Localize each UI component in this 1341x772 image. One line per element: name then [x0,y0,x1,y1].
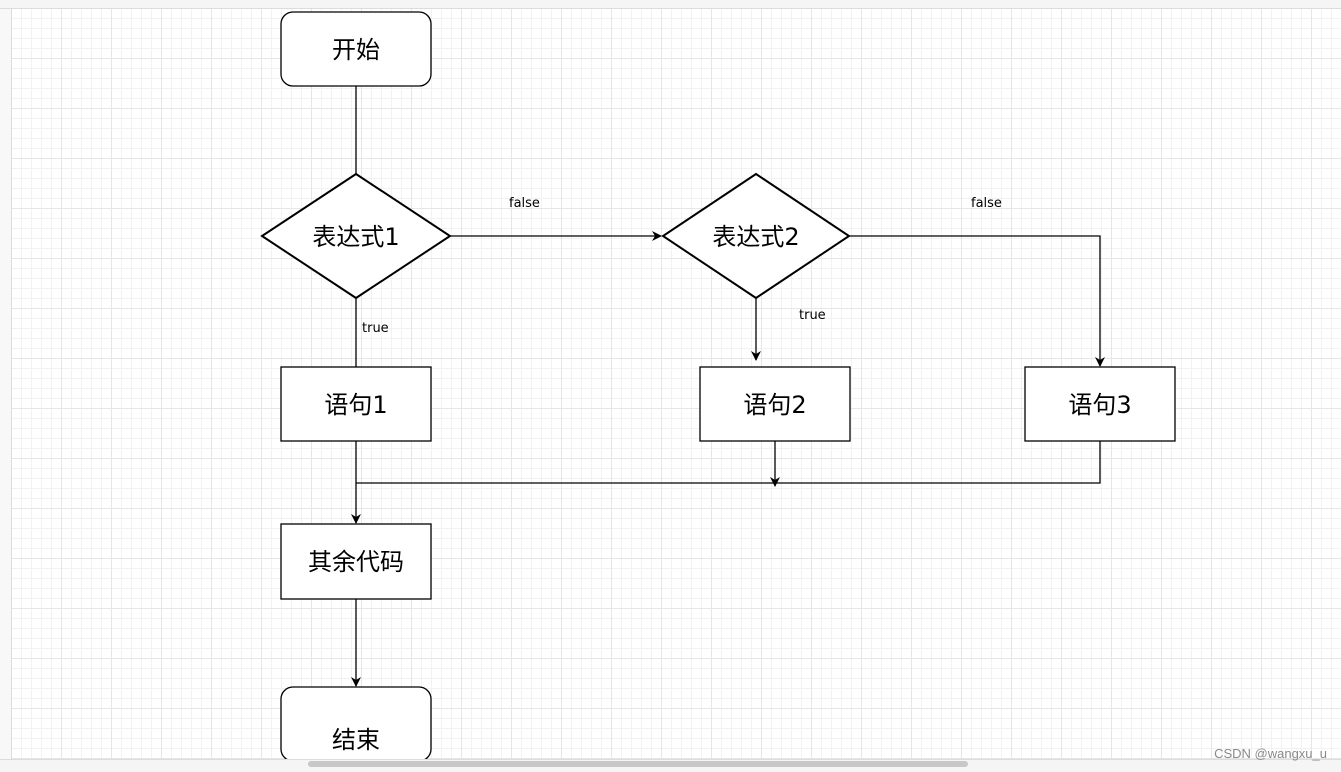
node-statement3[interactable]: 语句3 [1024,366,1176,442]
decision-shape [260,172,452,300]
condition2-label: 表达式2 [712,223,799,251]
edge-condition2-false-to-statement3[interactable] [849,235,1105,367]
process-shape [699,366,851,442]
node-start[interactable]: 开始 [280,11,432,87]
statement1-label: 语句1 [324,391,387,419]
process-shape [280,523,432,600]
statement3-label: 语句3 [1068,391,1131,419]
node-statement1[interactable]: 语句1 [280,366,432,442]
process-shape [1024,366,1176,442]
end-label: 结束 [332,726,380,754]
node-statement2[interactable]: 语句2 [699,366,851,442]
canvas-left-ruler [0,9,12,759]
rest-code-label: 其余代码 [308,548,404,576]
edge-label-condition1-false: false [509,196,540,211]
canvas-top-border [0,0,1341,9]
statement2-label: 语句2 [743,391,806,419]
decision-shape [661,172,851,300]
process-shape [280,366,432,442]
node-condition2[interactable]: 表达式2 [661,172,851,300]
node-end[interactable]: 结束 [280,686,432,762]
watermark: CSDN @wangxu_u [1214,746,1327,761]
edge-statement3-merge[interactable] [356,441,1101,484]
edge-label-condition1-true: true [362,321,389,336]
edge-label-condition2-true: true [799,308,826,323]
start-label: 开始 [332,36,380,64]
edge-label-condition2-false: false [971,196,1002,211]
condition1-label: 表达式1 [312,223,399,251]
node-condition1[interactable]: 表达式1 [260,172,452,300]
node-rest-code[interactable]: 其余代码 [280,523,432,600]
terminal-shape [280,11,432,87]
horizontal-scrollbar-thumb[interactable] [308,761,968,767]
edges [351,86,1105,687]
